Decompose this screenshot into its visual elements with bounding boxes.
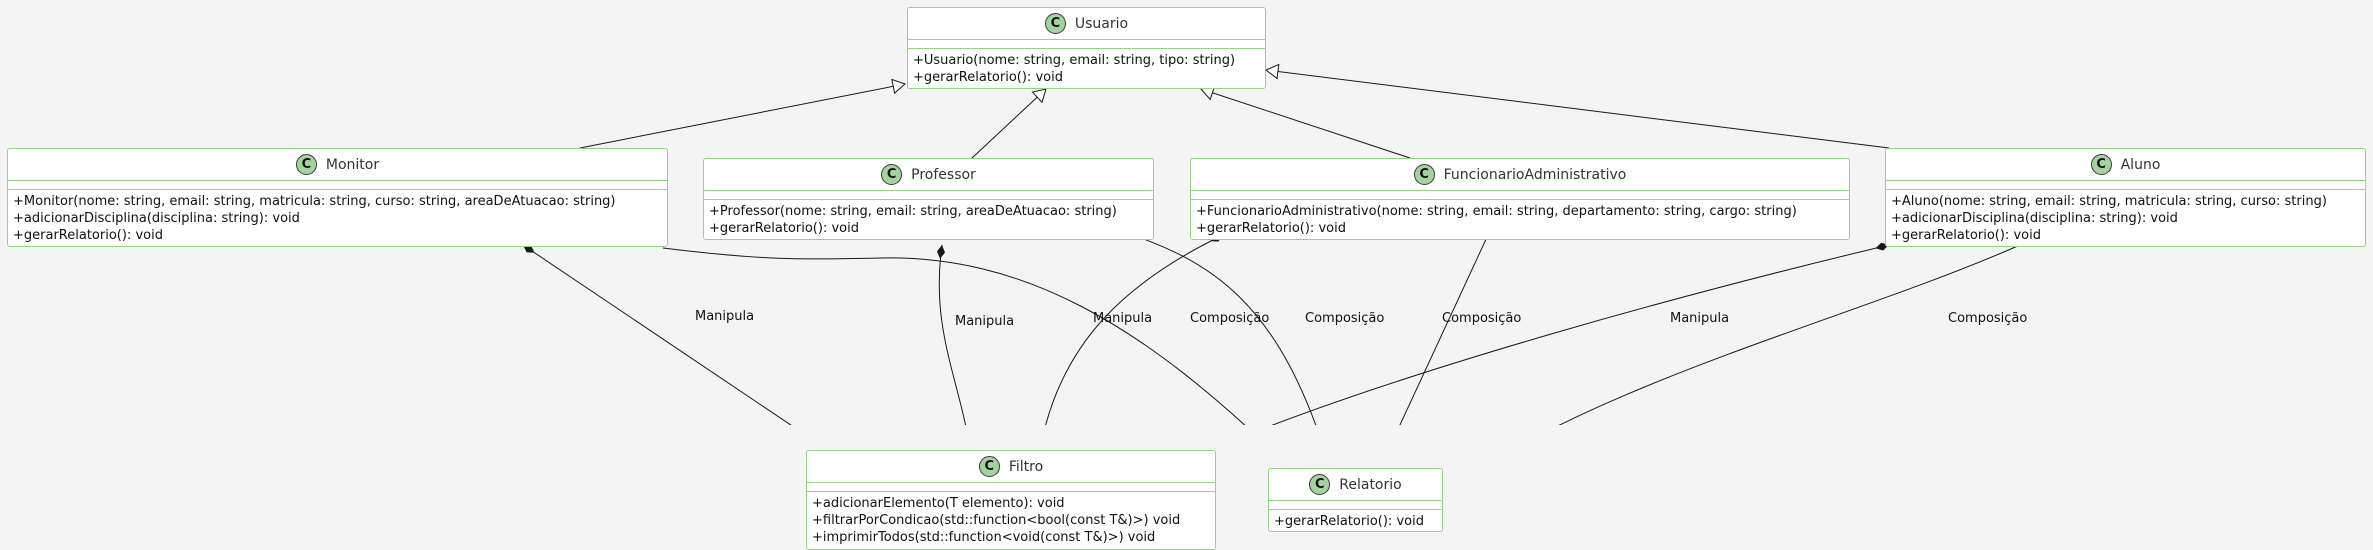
relation-edges: Manipula Manipula Manipula Manipula Comp… bbox=[522, 63, 2027, 425]
class-method: +adicionarElemento(T elemento): void bbox=[812, 496, 1065, 511]
class-funcionario-administrativo[interactable]: C FuncionarioAdministrativo +Funcionario… bbox=[1190, 158, 1850, 240]
class-header: C Usuario bbox=[908, 8, 1265, 40]
class-method: +gerarRelatorio(): void bbox=[1274, 514, 1424, 529]
edge-professor-relatorio bbox=[1117, 229, 1317, 425]
label-funcionario-filtro: Manipula bbox=[1093, 311, 1152, 326]
class-method: +FuncionarioAdministrativo(nome: string,… bbox=[1196, 204, 1797, 219]
class-method: +gerarRelatorio(): void bbox=[913, 70, 1063, 85]
class-method: +filtrarPorCondicao(std::function<bool(c… bbox=[812, 513, 1181, 528]
class-header: C FuncionarioAdministrativo bbox=[1191, 159, 1849, 191]
class-professor[interactable]: C Professor +Professor(nome: string, ema… bbox=[703, 158, 1154, 240]
edge-monitor-relatorio bbox=[662, 247, 1246, 425]
edge-professor-filtro bbox=[937, 244, 967, 425]
label-aluno-filtro: Manipula bbox=[1670, 311, 1729, 326]
class-filtro[interactable]: C Filtro +adicionarElemento(T elemento):… bbox=[806, 450, 1216, 550]
class-c-icon: C bbox=[1309, 474, 1331, 495]
class-methods: +Aluno(nome: string, email: string, matr… bbox=[1886, 190, 2365, 246]
class-c-icon: C bbox=[295, 154, 317, 175]
edge-aluno-filtro bbox=[1271, 242, 1890, 425]
class-methods: +FuncionarioAdministrativo(nome: string,… bbox=[1191, 200, 1849, 239]
edge-monitor-usuario bbox=[579, 78, 906, 149]
class-c-icon: C bbox=[978, 456, 1000, 477]
class-name: Professor bbox=[911, 166, 976, 183]
class-method: +gerarRelatorio(): void bbox=[709, 221, 859, 236]
class-header: C Professor bbox=[704, 159, 1153, 191]
class-methods: +Professor(nome: string, email: string, … bbox=[704, 200, 1153, 239]
label-aluno-relatorio: Composição bbox=[1948, 311, 2027, 326]
class-name: Relatorio bbox=[1339, 476, 1402, 493]
label-monitor-relatorio: Composição bbox=[1190, 311, 1269, 326]
class-attributes bbox=[1191, 191, 1849, 200]
class-c-icon: C bbox=[1413, 164, 1435, 185]
class-method: +gerarRelatorio(): void bbox=[13, 228, 163, 243]
edge-monitor-filtro bbox=[522, 244, 792, 425]
class-aluno[interactable]: C Aluno +Aluno(nome: string, email: stri… bbox=[1885, 148, 2366, 247]
class-attributes bbox=[807, 483, 1215, 492]
class-attributes bbox=[704, 191, 1153, 200]
edge-funcionario-usuario bbox=[1200, 85, 1411, 159]
class-header: C Monitor bbox=[8, 149, 667, 181]
class-name: Usuario bbox=[1074, 15, 1129, 32]
class-c-icon: C bbox=[881, 164, 903, 185]
edge-aluno-relatorio bbox=[1558, 244, 2021, 425]
edge-aluno-usuario bbox=[1265, 63, 1890, 149]
label-professor-filtro: Manipula bbox=[955, 314, 1014, 329]
class-method: +gerarRelatorio(): void bbox=[1196, 221, 1346, 236]
class-method: +Monitor(nome: string, email: string, ma… bbox=[13, 194, 616, 209]
class-method: +adicionarDisciplina(disciplina: string)… bbox=[1891, 211, 2178, 226]
class-name: Aluno bbox=[2120, 156, 2161, 173]
edge-professor-usuario bbox=[971, 88, 1047, 159]
edge-funcionario-filtro bbox=[1045, 234, 1224, 425]
class-header: C Filtro bbox=[807, 451, 1215, 483]
class-method: +Usuario(nome: string, email: string, ti… bbox=[913, 53, 1236, 68]
class-methods: +adicionarElemento(T elemento): void +fi… bbox=[807, 492, 1215, 549]
class-name: Filtro bbox=[1008, 458, 1044, 475]
class-method: +adicionarDisciplina(disciplina: string)… bbox=[13, 211, 300, 226]
class-attributes bbox=[1269, 501, 1442, 510]
class-attributes bbox=[908, 40, 1265, 49]
class-method: +Aluno(nome: string, email: string, matr… bbox=[1891, 194, 2327, 209]
class-methods: +Usuario(nome: string, email: string, ti… bbox=[908, 49, 1265, 88]
class-method: +imprimirTodos(std::function<void(const … bbox=[812, 530, 1156, 545]
class-method: +gerarRelatorio(): void bbox=[1891, 228, 2041, 243]
class-name: Monitor bbox=[325, 156, 380, 173]
class-monitor[interactable]: C Monitor +Monitor(nome: string, email: … bbox=[7, 148, 668, 247]
class-c-icon: C bbox=[2090, 154, 2112, 175]
class-attributes bbox=[8, 181, 667, 190]
class-relatorio[interactable]: C Relatorio +gerarRelatorio(): void bbox=[1268, 468, 1443, 532]
label-monitor-filtro: Manipula bbox=[695, 309, 754, 324]
class-header: C Relatorio bbox=[1269, 469, 1442, 501]
label-professor-relatorio: Composição bbox=[1305, 311, 1384, 326]
edge-funcionario-relatorio bbox=[1399, 234, 1489, 425]
class-usuario[interactable]: C Usuario +Usuario(nome: string, email: … bbox=[907, 7, 1266, 89]
label-funcionario-relatorio: Composição bbox=[1442, 311, 1521, 326]
class-name: FuncionarioAdministrativo bbox=[1443, 166, 1627, 183]
class-header: C Aluno bbox=[1886, 149, 2365, 181]
class-method: +Professor(nome: string, email: string, … bbox=[709, 204, 1117, 219]
class-methods: +gerarRelatorio(): void bbox=[1269, 510, 1442, 531]
class-c-icon: C bbox=[1044, 13, 1066, 34]
class-methods: +Monitor(nome: string, email: string, ma… bbox=[8, 190, 667, 246]
class-attributes bbox=[1886, 181, 2365, 190]
